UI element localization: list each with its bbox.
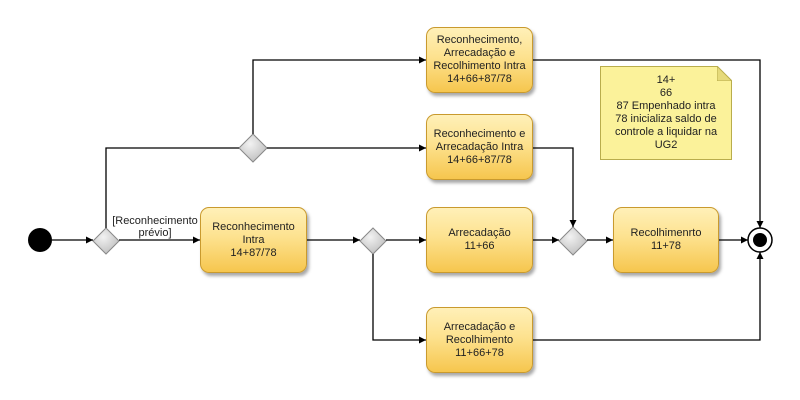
activity-reconhecimento-intra[interactable]: Reconhecimento Intra 14+87/78 xyxy=(200,207,307,273)
edge-arrecadacao-recolhimento-to-final xyxy=(533,252,764,341)
edge-reconh-arrec-to-merge xyxy=(533,147,577,227)
activity-reconhecimento-arrecadacao-intra[interactable]: Reconhecimento e Arrecadação Intra 14+66… xyxy=(426,114,533,180)
activity-recolhimento[interactable]: Recolhimenrto 11+78 xyxy=(613,207,719,273)
activity-label-line: Arrecadação e xyxy=(443,320,516,333)
activity-arrecadacao[interactable]: Arrecadação 11+66 xyxy=(426,207,533,273)
activity-label-line: Recolhimento Intra xyxy=(433,60,526,72)
activity-reconhecimento-arrecadacao-recolhimento-intra[interactable]: Reconhecimento, Arrecadação e Recolhimen… xyxy=(426,27,533,93)
activity-label-line: Recolhimenrto xyxy=(630,227,702,239)
guard-line: [Reconhecimento xyxy=(112,215,198,227)
activity-label-line: Recolhimento xyxy=(445,333,514,346)
note-line: 78 inicializa saldo de xyxy=(615,113,717,125)
decision-node-lower xyxy=(359,227,387,255)
initial-node xyxy=(28,228,52,252)
activity-label-line: Arrecadação e xyxy=(443,47,516,59)
guard-label-reconhecimento-previo: [Reconhecimento prévio] xyxy=(112,215,198,239)
guard-line: prévio] xyxy=(138,227,172,239)
note-line: 66 xyxy=(659,87,673,99)
activity-label-line: Arrecadação xyxy=(448,227,511,239)
edge-upper-to-reconh-arrec-recolh xyxy=(252,56,426,134)
activity-arrecadacao-recolhimento[interactable]: Arrecadação e Recolhimento 11+66+78 xyxy=(426,307,533,373)
edge-decision-to-upper-decision xyxy=(105,147,239,228)
merge-node xyxy=(558,226,588,256)
activity-label-line: Reconhecimento xyxy=(212,220,295,233)
note: 14+ 66 87 Empenhado intra 78 inicializa … xyxy=(600,66,732,160)
note-line: 87 Empenhado intra xyxy=(616,100,716,112)
activity-label-line: 11+66 xyxy=(464,240,495,252)
activity-label-line: Intra xyxy=(242,233,265,246)
decision-node-start xyxy=(92,227,120,255)
activity-label-line: 11+78 xyxy=(650,240,682,252)
activity-label-line: 14+66+87/78 xyxy=(447,153,512,166)
activity-label-line: Reconhecimento, xyxy=(436,34,523,46)
note-line: controle a liquidar na xyxy=(614,126,718,138)
activity-label-line: Arrecadação Intra xyxy=(435,140,524,153)
edge-reconh-arrec-recolh-to-final xyxy=(533,59,764,228)
activity-label-line: 11+66+78 xyxy=(455,346,504,359)
activity-label-line: Reconhecimento e xyxy=(433,127,526,140)
decision-node-upper xyxy=(238,133,268,163)
edge-lower-to-arrecadacao-recolhimento xyxy=(372,254,426,344)
note-fold-corner xyxy=(717,66,732,81)
activity-label-line: 14+66+87/78 xyxy=(447,73,512,85)
final-node xyxy=(747,227,773,253)
activity-label-line: 14+87/78 xyxy=(230,246,277,259)
note-line: 14+ xyxy=(656,74,676,86)
note-line: UG2 xyxy=(654,139,678,151)
